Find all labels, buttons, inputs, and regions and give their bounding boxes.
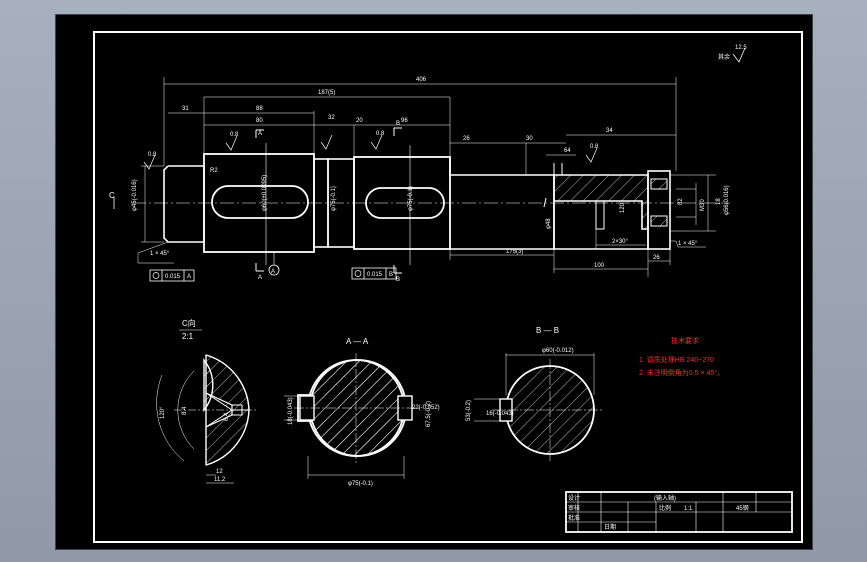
svg-text:16(-0.043): 16(-0.043) [486,411,514,417]
svg-text:88: 88 [256,106,263,112]
svg-text:2. 未注明倒角为0.5 × 45°。: 2. 未注明倒角为0.5 × 45°。 [639,368,724,377]
svg-text:31: 31 [182,106,189,112]
shaft-main-view [113,77,728,282]
svg-text:406: 406 [416,77,427,83]
svg-text:A: A [258,131,262,137]
svg-text:2:1: 2:1 [182,332,194,341]
svg-text:0.8: 0.8 [590,144,599,150]
svg-text:26: 26 [653,255,660,261]
svg-text:100: 100 [594,263,605,269]
svg-text:B: B [396,121,400,127]
svg-text:82: 82 [678,198,684,205]
svg-text:12.5: 12.5 [735,45,747,51]
svg-text:34: 34 [606,128,613,134]
svg-text:φ60(-0.012): φ60(-0.012) [542,348,574,354]
inner-frame [93,31,803,543]
svg-text:96: 96 [401,118,408,124]
svg-text:φ75(-0.1): φ75(-0.1) [331,186,337,211]
detail-view-c [156,354,256,484]
svg-text:64: 64 [564,148,571,154]
svg-text:B — B: B — B [536,326,559,335]
svg-text:18: 18 [716,198,722,205]
svg-text:26: 26 [463,136,470,142]
svg-text:日期: 日期 [604,523,616,531]
svg-text:B: B [396,277,400,283]
svg-text:A: A [258,275,262,281]
svg-text:32: 32 [328,115,335,121]
svg-text:2×30°: 2×30° [612,239,629,245]
svg-text:R2: R2 [210,168,218,174]
svg-text:18(-0.043): 18(-0.043) [288,397,294,425]
svg-text:0.8: 0.8 [230,132,239,138]
svg-text:其余: 其余 [718,53,730,61]
svg-text:53(-0.2): 53(-0.2) [466,400,472,421]
svg-text:11.2: 11.2 [214,477,226,483]
svg-text:技术要求: 技术要求 [671,336,699,345]
svg-text:1:1: 1:1 [684,506,693,512]
section-a-a-text: A — A φ75(-0.1) 18(-0.043) 67.5(-0.2) 22… [288,337,440,487]
title-block-text: (输入轴) 设计 审核 批准 日期 比例 1:1 45钢 [568,494,749,531]
svg-text:设计: 设计 [568,494,580,502]
svg-text:80: 80 [256,118,263,124]
svg-text:φ48: φ48 [546,218,552,229]
svg-text:φ56(0.016): φ56(0.016) [724,185,730,215]
svg-text:30: 30 [526,136,533,142]
svg-text:187(5): 187(5) [318,90,335,96]
section-b-b-text: B — B φ60(-0.012) 53(-0.2) 16(-0.043) [466,326,574,421]
svg-text:0.015: 0.015 [165,274,181,280]
svg-text:M30: M30 [700,199,706,211]
detail-c-text: C向 2:1 120° 8.4 6.4 12 11.2 [160,318,230,483]
svg-text:φ45(-0.016): φ45(-0.016) [132,179,138,211]
svg-text:45钢: 45钢 [736,504,749,512]
svg-text:12: 12 [216,469,223,475]
mechanical-drawing: 其余 12.5 [93,31,803,543]
title-block [565,491,793,533]
svg-text:0.8: 0.8 [148,152,157,158]
shaft-dimension-text: 406 187(5) 31 88 80 32 20 96 26 30 34 64… [109,77,730,283]
svg-text:0.015: 0.015 [367,272,383,278]
svg-text:A: A [187,274,191,280]
svg-text:120°: 120° [160,406,166,419]
drawing-sheet: 其余 12.5 [55,14,813,550]
svg-text:120: 120 [620,202,626,213]
section-b-b [474,353,604,461]
svg-text:φ60(±0.0095): φ60(±0.0095) [262,175,268,211]
technical-requirements: 技术要求 1. 调质处理HB 240~270 2. 未注明倒角为0.5 × 45… [639,336,724,377]
svg-text:20: 20 [356,118,363,124]
section-a-a [284,353,422,479]
svg-text:C向: C向 [182,318,196,328]
svg-text:审核: 审核 [568,504,580,512]
svg-text:A — A: A — A [346,337,369,346]
svg-text:1 × 45°: 1 × 45° [150,251,170,257]
svg-text:22(-0.052): 22(-0.052) [412,405,440,411]
svg-text:175(3): 175(3) [506,249,523,255]
svg-text:批准: 批准 [568,514,580,522]
svg-text:0.8: 0.8 [376,131,385,137]
svg-text:B: B [389,272,393,278]
svg-text:(输入轴): (输入轴) [654,494,676,502]
svg-text:8.4: 8.4 [182,406,188,415]
svg-text:φ75(-0.1): φ75(-0.1) [408,186,414,211]
roughness-general-symbol: 其余 12.5 [718,45,747,63]
svg-text:C: C [109,191,115,200]
svg-text:1 × 45°: 1 × 45° [678,241,698,247]
svg-text:6.4: 6.4 [224,412,230,421]
svg-text:1. 调质处理HB 240~270: 1. 调质处理HB 240~270 [639,355,714,364]
svg-text:比例: 比例 [659,504,671,512]
svg-text:A: A [271,269,275,275]
svg-text:67.5(-0.2): 67.5(-0.2) [426,401,432,427]
svg-text:φ75(-0.1): φ75(-0.1) [348,481,373,487]
